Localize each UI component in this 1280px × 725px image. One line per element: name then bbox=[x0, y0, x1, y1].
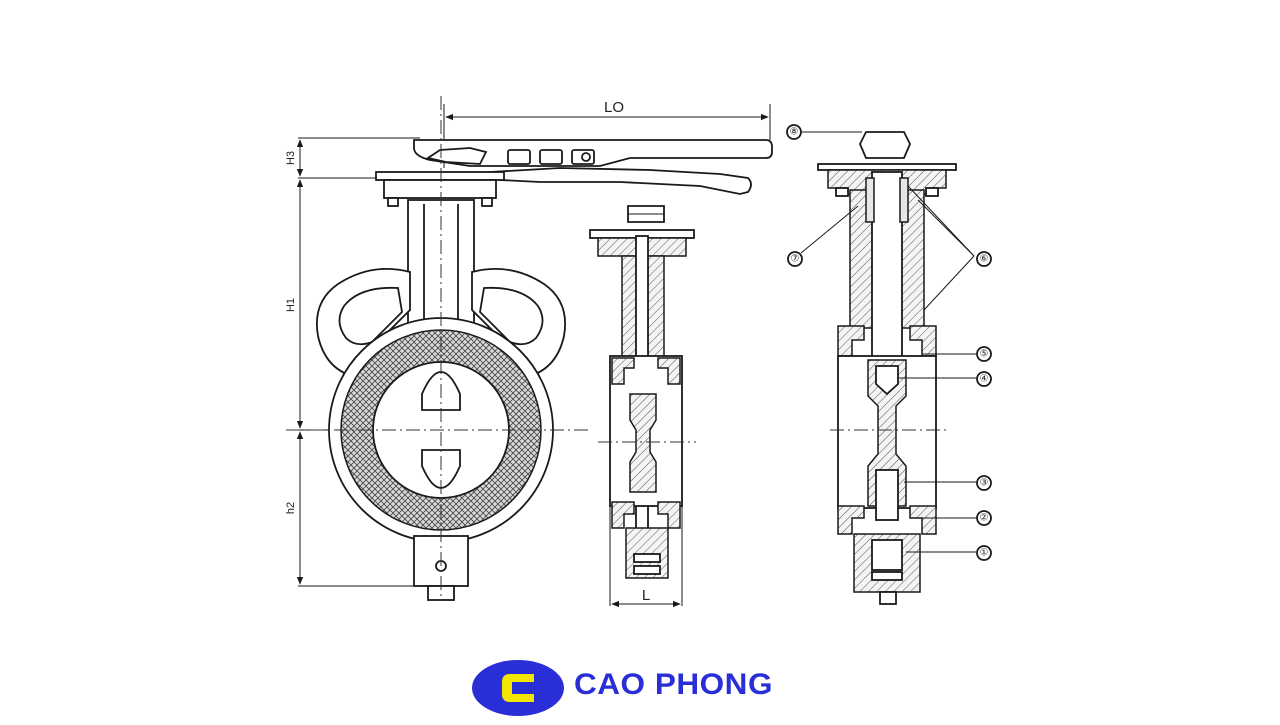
callout-1: ① bbox=[976, 545, 992, 561]
dimension-h3-label: H3 bbox=[285, 151, 297, 165]
callout-1-label: ① bbox=[980, 548, 989, 559]
brand-mark-letter bbox=[502, 674, 534, 702]
brand-mark-icon bbox=[472, 660, 564, 716]
callout-3: ③ bbox=[976, 475, 992, 491]
callout-2-label: ② bbox=[980, 513, 989, 524]
callout-6-label: ⑥ bbox=[980, 254, 989, 265]
callout-7-label: ⑦ bbox=[791, 254, 800, 265]
callout-8-label: ⑧ bbox=[790, 127, 799, 138]
brand-logo: CAO PHONG bbox=[470, 658, 810, 718]
valve-body-lugs bbox=[316, 267, 566, 379]
front-view bbox=[286, 96, 773, 601]
dimension-labels: LO L H3 H1 h2 bbox=[285, 99, 650, 604]
brand-name: CAO PHONG bbox=[574, 668, 773, 701]
callout-leaders bbox=[800, 131, 976, 553]
dimension-h1-label: H1 bbox=[285, 298, 297, 312]
top-flange bbox=[375, 171, 505, 207]
callout-4: ④ bbox=[976, 371, 992, 387]
dimension-l-label: L bbox=[642, 587, 650, 604]
lever-handle bbox=[413, 139, 773, 195]
brand-mark-oval bbox=[472, 660, 564, 716]
side-view bbox=[589, 205, 696, 608]
dimension-h2-label: h2 bbox=[285, 502, 297, 514]
callout-5-label: ⑤ bbox=[980, 349, 989, 360]
callout-2: ② bbox=[976, 510, 992, 526]
dimension-lo-label: LO bbox=[604, 99, 624, 116]
valve-body-ring bbox=[328, 317, 554, 543]
dimension-lines bbox=[296, 104, 771, 587]
callout-8: ⑧ bbox=[786, 124, 802, 140]
part-callouts: ⑧ ⑦ ⑥ ⑤ ④ ③ ② ① bbox=[786, 124, 992, 561]
callout-7: ⑦ bbox=[787, 251, 803, 267]
callout-5: ⑤ bbox=[976, 346, 992, 362]
callout-6: ⑥ bbox=[976, 251, 992, 267]
section-view bbox=[800, 131, 976, 605]
bottom-boss bbox=[413, 535, 469, 601]
callout-3-label: ③ bbox=[980, 478, 989, 489]
callout-4-label: ④ bbox=[980, 374, 989, 385]
